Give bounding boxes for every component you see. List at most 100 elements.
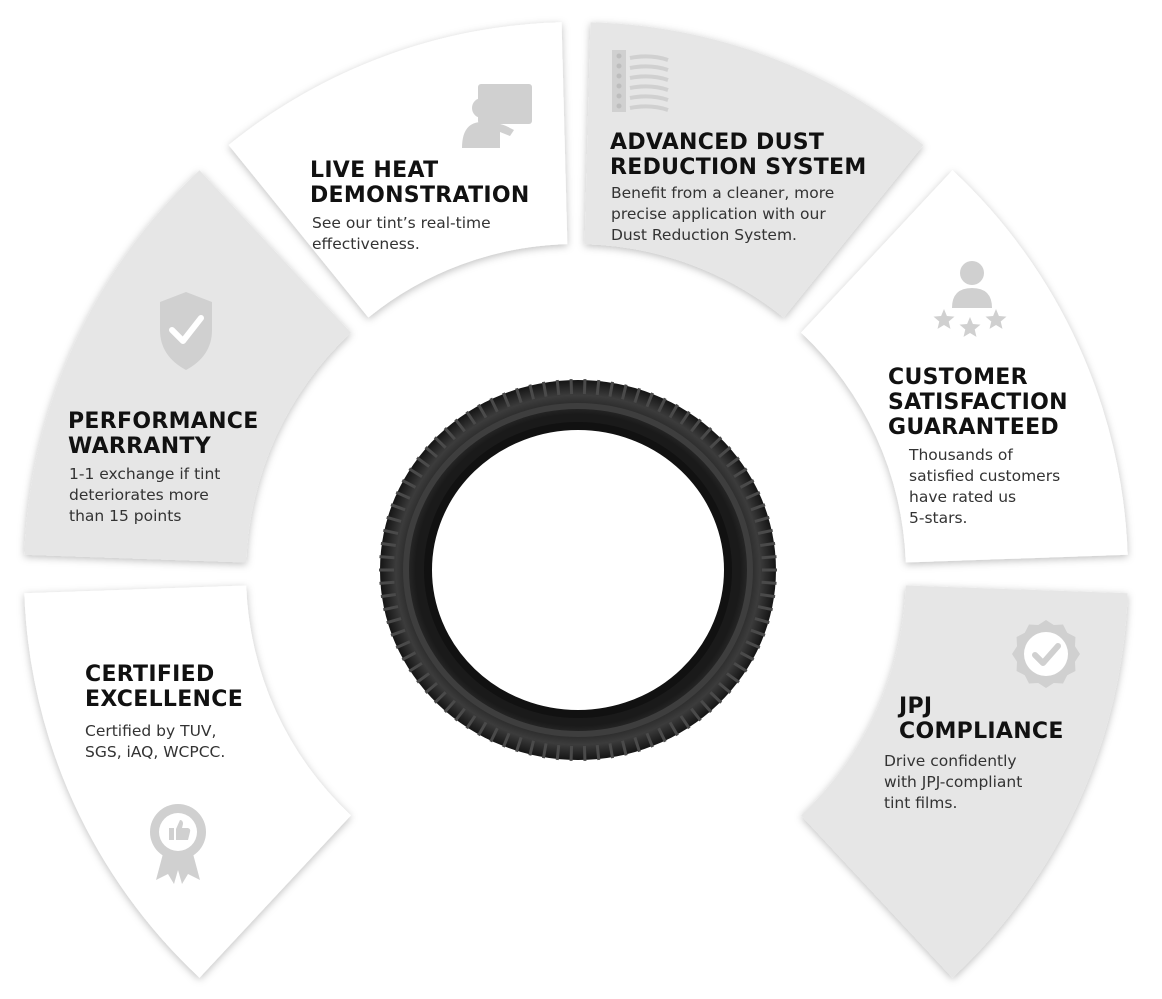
tire-tread [745,640,761,650]
tire-tread [739,479,755,489]
tire-tread [690,707,702,722]
tire-tread [761,555,777,560]
tire-tread [477,403,488,419]
tire-tread [709,691,723,704]
tire-tread [555,379,561,396]
filter-panel [612,50,626,112]
tire-tread [668,403,679,419]
tire-tread [633,387,641,404]
tire-tread [679,715,691,730]
certified-excellence-desc: Certified by TUV,SGS, iAQ, WCPCC. [85,722,226,761]
tire-tread [739,651,755,661]
tire-rim-hole [424,422,732,718]
tire-tread [390,628,406,637]
tire-tread [386,515,402,523]
tire-tread [502,732,511,748]
tire-graphic [379,379,777,761]
tire-tread [621,384,628,400]
airflow-line [629,84,669,92]
tire-tread [416,456,431,468]
tire-tread [489,397,499,413]
tire-tread [733,661,748,673]
tire-tread [608,381,615,397]
tire-tread [395,490,411,500]
tire-tread [379,580,395,585]
filter-dot [616,83,622,89]
shield-checkmark [169,315,204,344]
tire-tread [582,379,587,395]
tire-tread [424,446,439,459]
ring-notch [866,564,886,584]
tire-tread [443,427,456,441]
tire-tread [621,740,628,756]
tire-tread [717,681,732,694]
presentation-icon [462,84,532,148]
segment-icons [150,50,1080,884]
presenter-body [462,122,514,148]
tire-tread [515,387,523,404]
rating-star [959,317,981,337]
airflow-line [629,64,669,72]
tire-tread [657,727,667,743]
tire-tread [454,707,466,722]
tire-tread [383,605,399,612]
tire-tread [502,392,511,408]
panel-dust-reduction [584,22,924,318]
tire-tread [760,593,776,599]
tire-tread [390,503,406,512]
filter-dot [616,93,622,99]
tire-tread [379,555,395,560]
tire-tread [595,744,601,761]
airflow-line [629,74,669,82]
user-head [960,261,984,285]
tire-tread [633,736,641,753]
rating-star [933,309,955,329]
tire-tread [416,672,431,684]
tire-tread [477,721,488,737]
tire-tread [408,467,423,479]
presentation-board [478,84,532,124]
filter-dot [616,53,622,59]
tire-tread [717,446,732,459]
dust-filter-icon [612,50,669,112]
tire-tread [454,418,466,433]
tire-tread [679,410,691,425]
tire-tread [754,617,770,625]
tire-tread [424,681,439,694]
tire-tread [408,661,423,673]
tire-tread [595,379,601,396]
tire-tread [528,384,535,400]
tire-tread [569,745,574,761]
tire-tread [380,541,396,547]
tire-tread [541,381,548,397]
tire-tread [750,628,766,637]
ring-notch [266,564,286,584]
tire-tread [608,743,615,759]
tire-tread [757,605,773,612]
tire-tread [541,743,548,759]
tire-tread [489,727,499,743]
airflow-line [629,94,669,102]
award-badge-icon [150,804,206,884]
tire-tread [690,418,702,433]
tire-tread [465,715,477,730]
thumbs-up [169,820,191,840]
tire-tread [528,740,535,756]
tire-tread [555,744,561,761]
ring-notch [416,823,436,844]
tire-tread [645,732,654,748]
tire-tread [443,699,456,713]
tire-tread [395,640,411,650]
tire-tread [700,699,713,713]
filter-dot [616,73,622,79]
shield-check-icon [160,292,212,370]
tire-tread [750,503,766,512]
tire-tread [383,528,399,535]
